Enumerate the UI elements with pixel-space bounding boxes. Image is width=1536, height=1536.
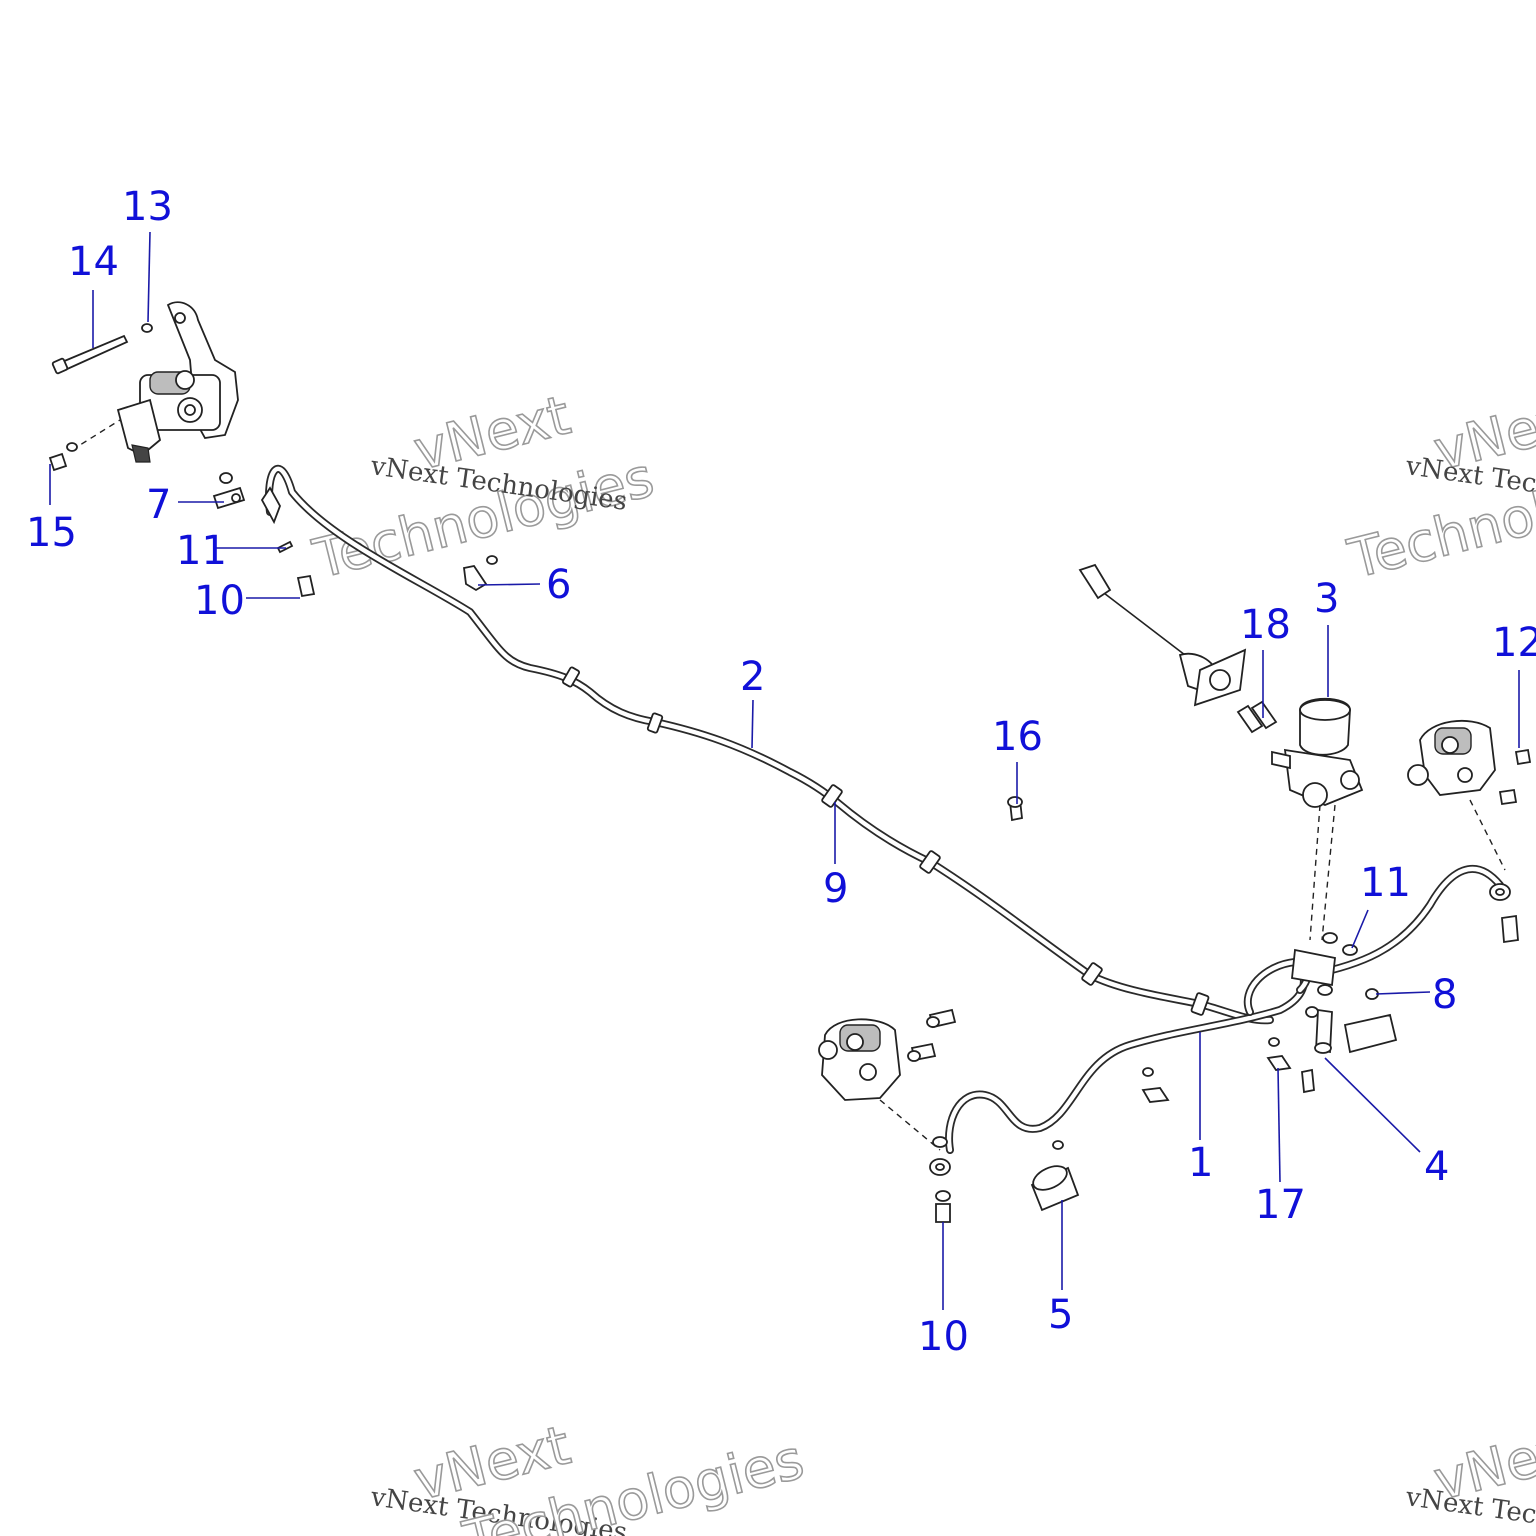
callout-16: 16 — [992, 714, 1043, 760]
junction-block-group — [1141, 932, 1398, 1103]
callout-17: 17 — [1255, 1182, 1306, 1228]
callout-18: 18 — [1240, 602, 1291, 648]
callout-8: 8 — [1432, 972, 1457, 1018]
callout-9: 9 — [823, 866, 848, 912]
front-left-caliper — [818, 1008, 957, 1223]
callout-12: 12 — [1492, 620, 1536, 666]
callout-2: 2 — [740, 654, 765, 700]
callout-6: 6 — [546, 562, 571, 608]
misc-hardware — [1007, 796, 1080, 1212]
rear-caliper-assembly — [48, 301, 239, 472]
front-brake-line — [929, 864, 1511, 1176]
callout-11: 11 — [1360, 860, 1411, 906]
callout-10: 10 — [918, 1314, 969, 1360]
callout-labels: 1 2 3 4 5 6 7 8 9 10 10 11 11 12 13 14 1… — [26, 184, 1536, 1360]
callout-11: 11 — [176, 528, 227, 574]
master-cylinder-assembly — [1078, 563, 1364, 941]
line-clip-group — [212, 472, 498, 598]
front-right-caliper — [1407, 719, 1532, 944]
callout-7: 7 — [146, 482, 171, 528]
callout-3: 3 — [1314, 576, 1339, 622]
callout-5: 5 — [1048, 1292, 1073, 1338]
callout-10: 10 — [194, 578, 245, 624]
callout-13: 13 — [122, 184, 173, 230]
rear-brake-line — [260, 464, 1274, 1025]
callout-15: 15 — [26, 510, 77, 556]
leader-lines — [49, 231, 1520, 1310]
callout-4: 4 — [1424, 1144, 1449, 1190]
callout-1: 1 — [1188, 1140, 1213, 1186]
callout-14: 14 — [68, 239, 119, 285]
